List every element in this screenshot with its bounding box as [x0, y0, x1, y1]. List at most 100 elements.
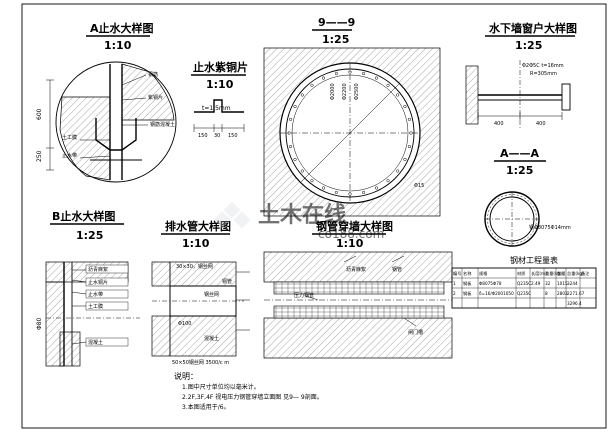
detail-b-waterstop: B止水大样图 1:25 Φ80 沥青麻絮 止水铜片 止水带 土工膜 混凝土 [36, 209, 140, 367]
bolt-hole [403, 157, 407, 162]
bolt-hole [407, 145, 412, 149]
copper-thickness: t=1.5mm [202, 105, 231, 112]
table-header-cell: 重量(kg) [545, 270, 562, 277]
table-header-cell: 总重(kg) [567, 270, 584, 276]
bolt-hole [310, 179, 314, 183]
sheet-border [21, 3, 607, 429]
bolt-hole [348, 192, 352, 196]
dim-phi15: Φ15 [414, 183, 424, 189]
table-header-cell: 数量 [557, 270, 565, 277]
title-copper: 止水紫铜片 [193, 60, 248, 74]
scale-section-99: 1:25 [322, 33, 349, 46]
table-cell: 1 [453, 281, 456, 286]
pipe-label-1: 沥青麻絮 [346, 266, 366, 273]
b-label-0: 沥青麻絮 [88, 266, 108, 273]
b-label-2: 止水带 [88, 291, 103, 298]
bolt-hole [321, 186, 326, 190]
table-header-cell: 编号 [453, 270, 461, 277]
copper-dim-30: 30 [214, 133, 220, 139]
scale-section-aa: 1:25 [506, 164, 533, 177]
drain-dim-bottom: 50×50钢丝网 3500/c m [172, 359, 229, 366]
notes-heading: 说明： [174, 371, 198, 381]
pipe-label-2: 钢管 [392, 266, 402, 273]
detail-a-waterstop: A止水大样图 1:10 钢筋 紫铜片 钢筋混凝土 土工膜 止水带 600 250 [36, 21, 177, 183]
title-drain: 排水管大样图 [165, 219, 231, 233]
scale-a-waterstop: 1:10 [104, 39, 132, 52]
bolt-hole [293, 104, 297, 109]
scale-copper: 1:10 [206, 78, 234, 91]
window-radius: R=305mm [530, 71, 557, 77]
detail-drain-pipe: 排水管大样图 1:10 30×30，钢丝网 Φ100 50×50钢丝网 3500… [151, 219, 250, 366]
pipe-brick-band-top [273, 281, 445, 295]
a-label-copper: 紫铜片 [148, 94, 163, 101]
table-cell: 1015 [557, 281, 568, 286]
bolt-hole [293, 157, 297, 162]
bolt-hole [300, 169, 304, 173]
table-header-cell: 长度(m) [531, 270, 547, 277]
a-label-rebar: 钢筋 [148, 71, 158, 78]
table-title: 钢材工程量表 [510, 255, 558, 265]
dim-phi2200: Φ2200 [342, 83, 348, 100]
bolt-hole [409, 131, 413, 135]
title-b-waterstop: B止水大样图 [52, 209, 115, 223]
window-rebar-note: Φ2Φ5C t=16mm [522, 63, 564, 69]
dim-phi2000: Φ2000 [330, 83, 336, 100]
bolt-hole [386, 83, 390, 87]
detail-copper-strip: 止水紫铜片 1:10 t=1.5mm 150 30 150 [191, 60, 248, 139]
detail-steel-pipe: 钢管穿墙大样图 1:10 压力钢管 沥青麻絮 钢管 闸门槽 [263, 219, 453, 359]
table-cell: 3244 [567, 281, 578, 286]
detail-window: 水下墙窗户大样图 1:25 Φ2Φ5C t=16mm R=305mm 400 4… [465, 21, 577, 128]
bolt-hole [386, 179, 390, 183]
b-label-1: 止水铜片 [88, 279, 108, 286]
pipe-label-3: 闸门槽 [408, 329, 423, 336]
bolt-hole [374, 76, 379, 80]
window-frame [465, 65, 479, 125]
b-dim-phi80: Φ80 [36, 317, 43, 330]
bolt-hole [321, 76, 326, 80]
pipe-label-0: 压力钢管 [294, 292, 314, 299]
bolt-hole [374, 186, 379, 190]
detail-section-9-9: 9——9 1:25 Φ2000 Φ2200 Φ2500 Φ15 [263, 16, 441, 217]
bolt-hole [334, 71, 338, 76]
scale-steelpipe: 1:10 [336, 237, 364, 250]
scale-drain: 1:10 [182, 237, 210, 250]
table-cell: 2.49 [531, 281, 541, 286]
table-cell: Q235C [517, 281, 531, 286]
window-dim-400a: 400 [494, 121, 504, 127]
a-dim-250: 250 [36, 150, 43, 162]
window-dim-400b: 400 [536, 121, 546, 127]
drain-dim-phi: Φ100 [178, 321, 191, 327]
a-dim-600: 600 [36, 108, 43, 120]
title-section-99: 9——9 [318, 16, 355, 29]
bolt-hole [310, 83, 314, 87]
bolt-ring [287, 70, 413, 196]
bolt-hole [288, 117, 293, 121]
a-concrete-right [121, 63, 175, 121]
note-2: 2.2F,3F,4F 视电压力钢管穿墙立面图 见9— 9剖面。 [182, 393, 323, 401]
title-section-aa: A——A [500, 147, 540, 160]
copper-dim-150a: 150 [198, 133, 208, 139]
bolt-hole [396, 93, 400, 97]
title-steelpipe: 钢管穿墙大样图 [316, 219, 393, 233]
a-waterstop-plate [95, 118, 137, 151]
table-cell: Φ8075Φ78 [479, 281, 502, 286]
bolt-hole [300, 93, 304, 97]
bolt-hole [362, 71, 366, 76]
b-label-3: 土工膜 [88, 303, 103, 310]
drain-wall-top [151, 261, 237, 287]
table-cell: 钢板 [463, 280, 472, 287]
bolt-hole [362, 190, 366, 195]
a-label-membrane: 土工膜 [62, 134, 77, 141]
drain-dim-top: 30×30，钢丝网 [176, 263, 213, 270]
table-header-cell: 材质 [517, 270, 525, 277]
bolt-hole [396, 169, 400, 173]
note-3: 3.本图适用于/6。 [182, 403, 230, 411]
bolt-hole [403, 104, 407, 109]
b-label-4: 混凝土 [88, 339, 103, 346]
table-cell: δ=16/Φ2001050 [479, 291, 514, 296]
b-wall-mid [59, 331, 81, 367]
copper-strip-profile [194, 99, 244, 113]
title-window: 水下墙窗户大样图 [489, 21, 577, 35]
pipe-wall-top [263, 251, 453, 283]
